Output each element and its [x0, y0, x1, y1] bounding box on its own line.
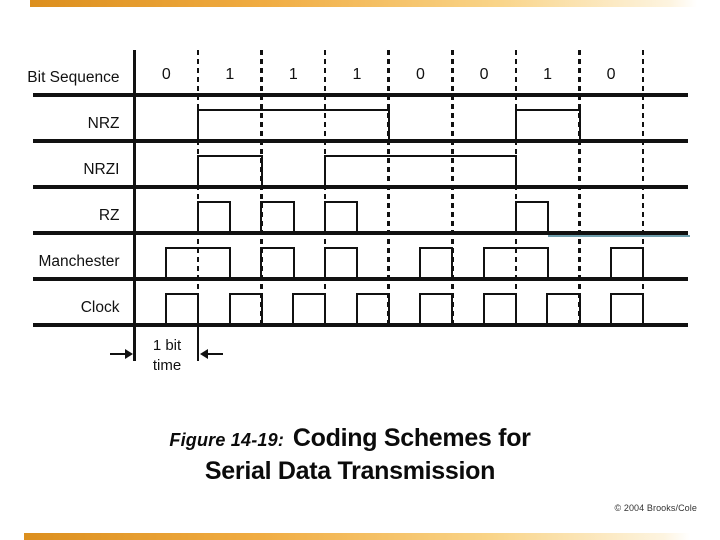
pulse-manchester-3 [419, 247, 454, 279]
baseline-nrzi [33, 185, 688, 189]
pulse-clock-5 [482, 293, 518, 325]
pulse-clock-1 [228, 293, 263, 325]
bit-time-tick-left [133, 327, 136, 361]
bit-boundary-dash-4 [387, 50, 390, 325]
pulse-manchester-0 [165, 247, 232, 279]
caption-title-part1: Coding Schemes for [292, 424, 531, 452]
bit-boundary-dash-6 [514, 50, 518, 325]
baseline-clock [33, 323, 688, 327]
caption-title-part2: Serial Data Transmission [204, 457, 496, 485]
row-label-bit-sequence: Bit Sequence [27, 69, 120, 86]
pulse-clock-6 [546, 293, 581, 325]
figure-caption: Figure 14-19: Coding Schemes for Serial … [30, 424, 670, 486]
bit-boundary-dash-5 [451, 50, 454, 325]
bit-boundary-dash-1 [196, 50, 200, 325]
bit-value-0: 0 [161, 66, 171, 83]
bit-time-arrow-right-shaft [204, 353, 223, 356]
pulse-manchester-5 [609, 247, 645, 279]
bit-time-arrow-left-shaft [110, 353, 129, 356]
row-label-rz: RZ [98, 207, 120, 224]
copyright-text: © 2004 Brooks/Cole [614, 503, 697, 513]
pulse-nrzi-1 [323, 155, 518, 187]
bit-boundary-dash-8 [641, 50, 645, 325]
bit-time-label-line2: time [152, 357, 182, 374]
baseline-nrz [33, 139, 688, 143]
pulse-clock-7 [609, 293, 645, 325]
bit-value-7: 0 [606, 66, 616, 83]
bit-value-3: 1 [352, 66, 362, 83]
pulse-rz-0 [196, 201, 232, 233]
bit-value-1: 1 [225, 66, 235, 83]
top-accent-bar [30, 0, 697, 7]
bit-boundary-dash-7 [578, 50, 581, 325]
bit-time-label-line1: 1 bit [152, 337, 182, 354]
row-label-manchester: Manchester [38, 253, 120, 270]
caption-line-1: Figure 14-19: Coding Schemes for [30, 424, 670, 456]
bit-value-2: 1 [288, 66, 298, 83]
row-label-nrzi: NRZI [83, 161, 120, 178]
pulse-nrzi-0 [196, 155, 263, 187]
pulse-manchester-4 [482, 247, 549, 279]
bit-time-tick-right [196, 327, 200, 361]
baseline-bit-sequence [33, 93, 688, 97]
caption-figure-number: Figure 14-19: [169, 430, 285, 450]
baseline-manchester [33, 277, 688, 281]
pulse-nrz-1 [514, 109, 581, 141]
row-label-nrz: NRZ [87, 115, 120, 132]
pulse-clock-2 [292, 293, 327, 325]
pulse-manchester-1 [260, 247, 295, 279]
bit-boundary-dash-3 [323, 50, 327, 325]
bit-boundary-dash-2 [260, 50, 263, 325]
bit-time-arrow-right-head [200, 349, 208, 359]
pulse-manchester-2 [323, 247, 359, 279]
pulse-rz-3 [514, 201, 549, 233]
bit-value-4: 0 [416, 66, 425, 83]
axis-vertical-line [133, 50, 136, 327]
teal-artifact-line [548, 234, 690, 237]
bit-value-6: 1 [543, 66, 553, 83]
bit-value-5: 0 [479, 66, 489, 83]
bit-time-arrow-left-head [125, 349, 133, 359]
pulse-clock-3 [355, 293, 390, 325]
baseline-rz [33, 231, 688, 235]
pulse-clock-0 [165, 293, 200, 325]
pulse-nrz-0 [196, 109, 390, 141]
row-label-clock: Clock [80, 299, 120, 316]
bottom-accent-bar [24, 533, 690, 540]
pulse-rz-2 [323, 201, 359, 233]
pulse-clock-4 [419, 293, 454, 325]
pulse-rz-1 [260, 201, 295, 233]
